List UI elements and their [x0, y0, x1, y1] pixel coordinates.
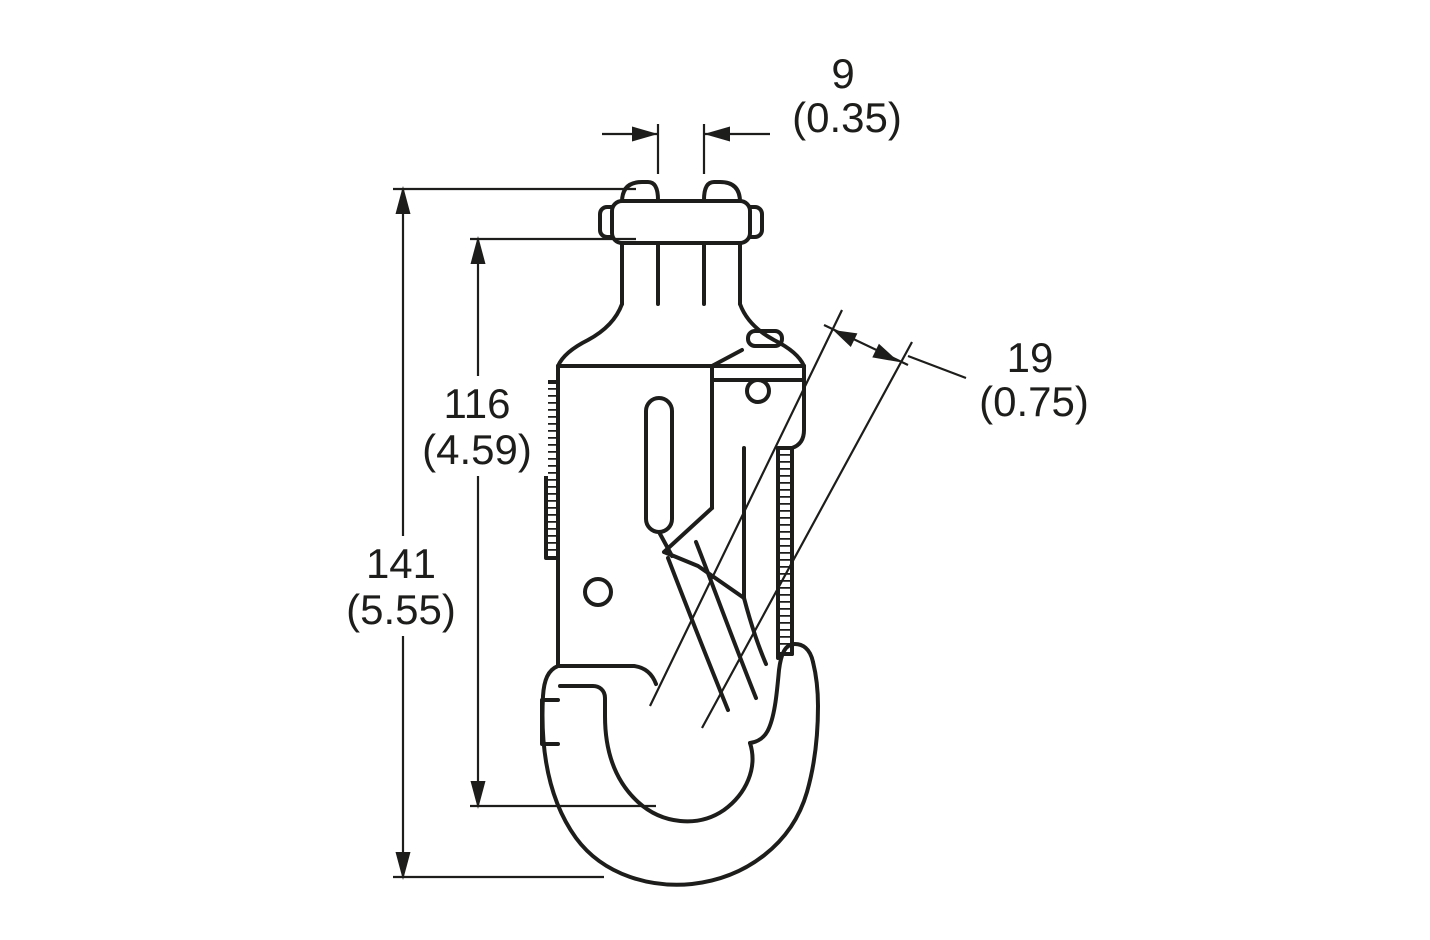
gate-pivot-hole — [745, 378, 771, 404]
dim-width-label-mm: 9 — [831, 50, 854, 97]
dim-overall-label-in: (5.55) — [346, 586, 456, 633]
clevis-right-prong — [702, 180, 742, 306]
dim-inner-label-in: (4.59) — [422, 426, 532, 473]
dim-overall-label-mask — [334, 536, 470, 636]
hook-tip — [748, 642, 815, 745]
dimension-annotations: 141 (5.55) 116 (4.59) 9 (0.35) 19 — [334, 50, 1089, 880]
dim-inner-arrow-bottom — [470, 781, 486, 809]
clevis-left-prong — [620, 180, 660, 306]
dim-gate-arrow-lower — [872, 343, 899, 362]
hook-inner-curve — [558, 684, 755, 824]
dim-gate-arrow-upper — [833, 330, 858, 347]
dim-width-arrow-right — [704, 126, 730, 142]
spring-slot — [644, 396, 674, 534]
dim-gate-leader — [907, 354, 967, 380]
dim-overall-arrow-bottom — [395, 852, 411, 880]
dim-gate-label-in: (0.75) — [979, 378, 1089, 425]
dim-width-arrow-left — [632, 126, 658, 142]
keeper-slot — [746, 329, 784, 348]
dim-inner-arrow-top — [470, 236, 486, 264]
hook-outer-curve — [540, 660, 820, 887]
dim-gate-label-mm: 19 — [1007, 334, 1054, 381]
rivet-hole — [583, 577, 613, 607]
shoulder-right — [738, 302, 806, 368]
dim-gate-ext-lines — [649, 309, 913, 729]
clevis-pin — [610, 199, 752, 245]
snap-hook-part — [540, 180, 820, 887]
dim-width-label-in: (0.35) — [792, 94, 902, 141]
housing-notch — [710, 348, 744, 368]
body-bottom-edge — [556, 664, 658, 686]
shoulder-left — [556, 302, 624, 368]
dim-overall-arrow-top — [395, 186, 411, 214]
dim-inner-label-mask — [410, 376, 548, 476]
dim-inner-label-mm: 116 — [444, 380, 511, 427]
latch-lines — [657, 506, 746, 600]
dim-width-ext-lines — [656, 124, 706, 174]
dim-overall-label-mm: 141 — [366, 540, 436, 587]
